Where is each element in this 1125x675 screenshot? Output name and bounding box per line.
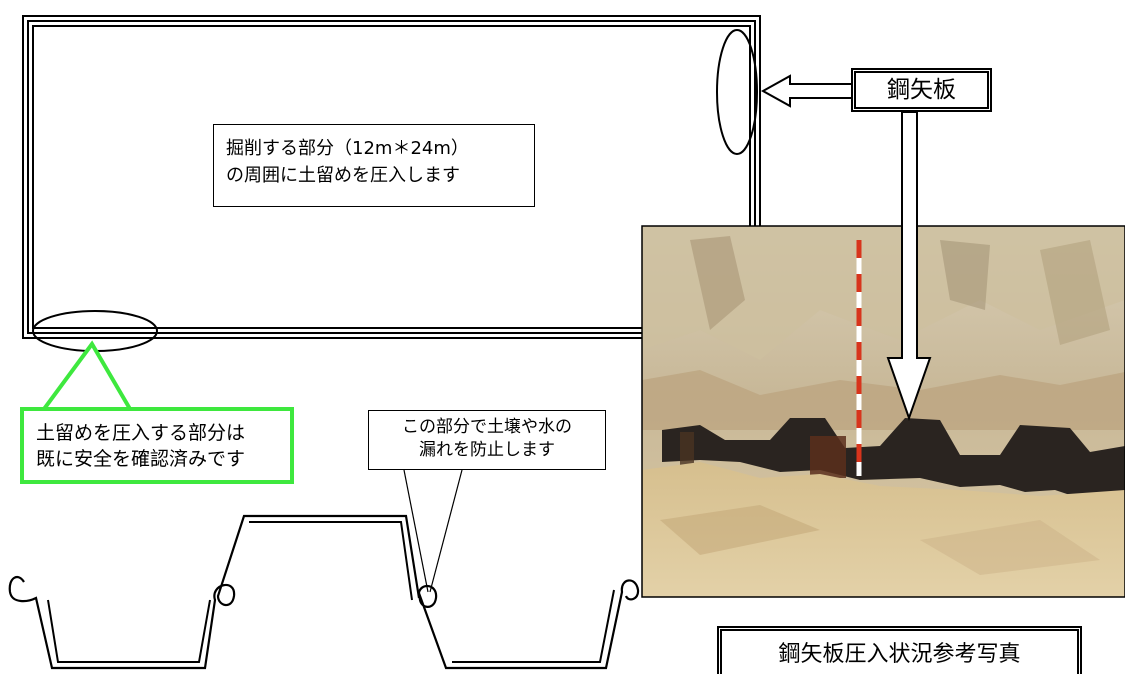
- left-arrow-icon: [760, 74, 854, 108]
- confirmed-area-line2: 既に安全を確認済みです: [36, 448, 246, 470]
- excavation-description: 掘削する部分（12m＊24m） の周囲に土留めを圧入します: [213, 124, 535, 207]
- joint-note-callout: この部分で土壌や水の 漏れを防止します: [368, 410, 606, 470]
- joint-note-line2: 漏れを防止します: [419, 440, 555, 460]
- sheet-pile-marker-ellipse: [716, 29, 758, 155]
- green-callout-pointer: [40, 340, 134, 411]
- sheet-pile-photo: [642, 226, 1125, 597]
- confirmed-area-marker-ellipse: [32, 310, 158, 352]
- sheet-pile-label: 鋼矢板: [851, 68, 992, 112]
- sheet-pile-cross-section: [8, 514, 640, 670]
- joint-note-line1: この部分で土壌や水の: [402, 417, 572, 437]
- down-arrow-icon: [886, 111, 932, 422]
- confirmed-area-line1: 土留めを圧入する部分は: [36, 422, 246, 444]
- joint-pointer-lines: [403, 469, 463, 593]
- excavation-area-outline: [22, 15, 761, 339]
- excavation-description-line1: 掘削する部分（12m＊24m）: [226, 138, 469, 159]
- excavation-description-line2: の周囲に土留めを圧入します: [226, 165, 460, 186]
- confirmed-area-callout: 土留めを圧入する部分は 既に安全を確認済みです: [20, 407, 294, 484]
- photo-caption: 鋼矢板圧入状況参考写真: [717, 626, 1082, 674]
